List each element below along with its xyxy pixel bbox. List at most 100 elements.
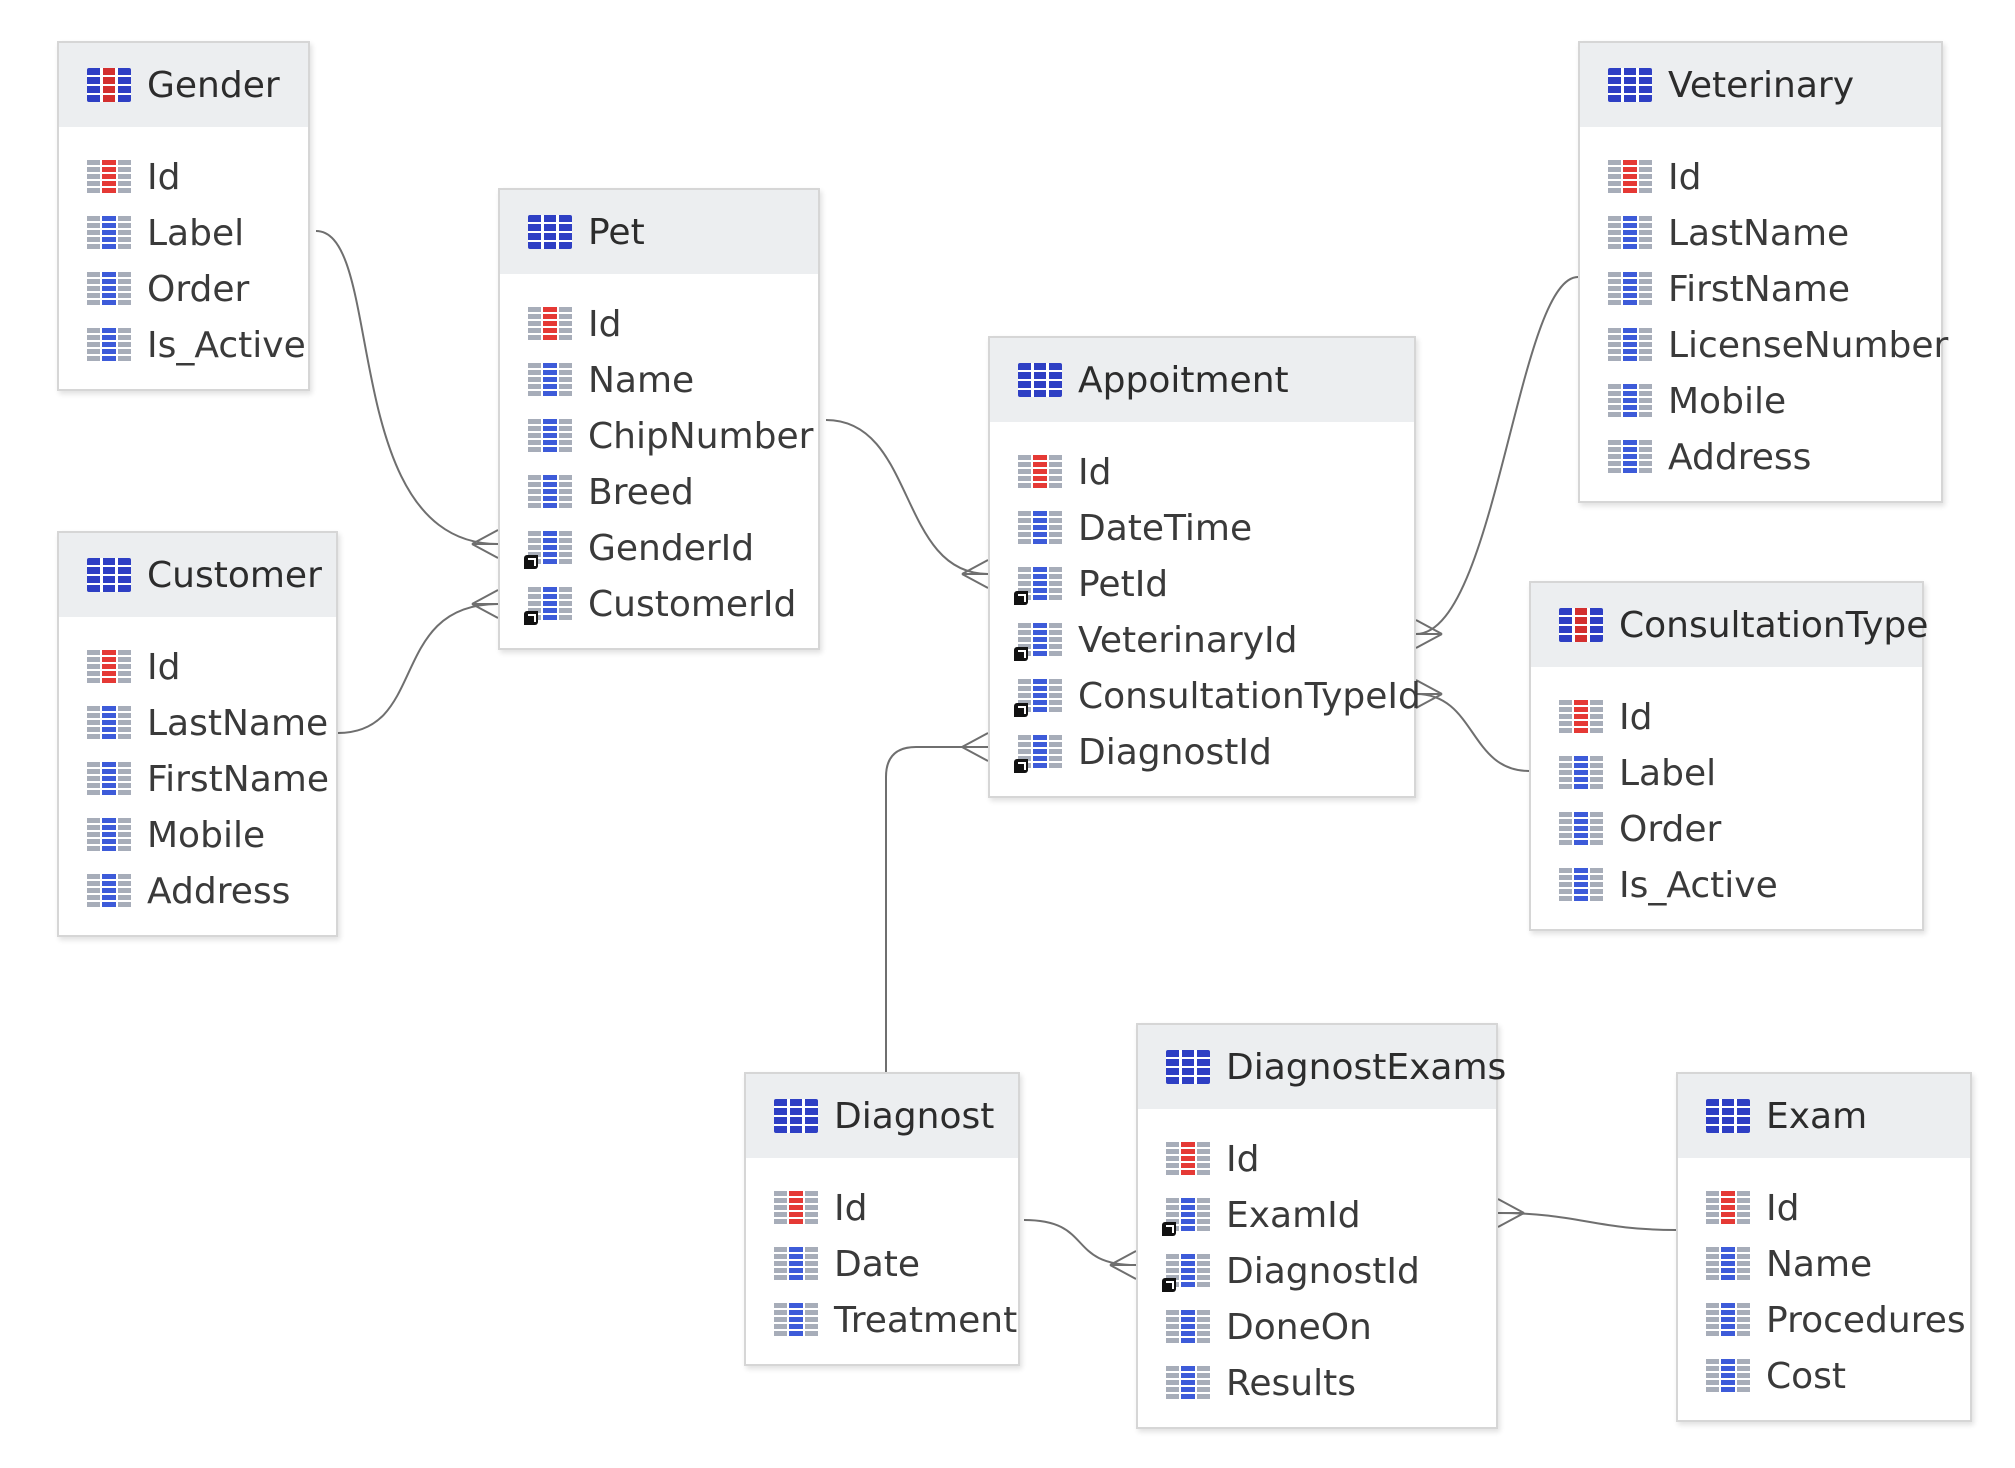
field-row[interactable]: PetId: [990, 556, 1414, 612]
key-field-icon: [1559, 700, 1603, 734]
field-name: Order: [147, 268, 250, 310]
entity-header[interactable]: DiagnostExams: [1138, 1025, 1506, 1109]
field-row[interactable]: Id: [746, 1180, 1018, 1236]
relationship-line-gender-pet: [315, 230, 499, 545]
field-icon: [1608, 440, 1652, 474]
field-row[interactable]: DoneOn: [1138, 1299, 1496, 1355]
entity-header[interactable]: Customer: [59, 533, 336, 617]
field-icon: [87, 874, 131, 908]
field-row[interactable]: Id: [1580, 149, 1941, 205]
field-name: Date: [834, 1243, 921, 1285]
field-row[interactable]: Id: [500, 296, 818, 352]
field-row[interactable]: Name: [500, 352, 818, 408]
foreign-key-field-icon: [1014, 567, 1062, 605]
field-row[interactable]: Address: [59, 863, 336, 919]
field-row[interactable]: ExamId: [1138, 1187, 1496, 1243]
field-name: Mobile: [1668, 380, 1787, 422]
field-row[interactable]: Id: [1138, 1131, 1496, 1187]
field-name: Id: [147, 156, 181, 198]
field-name: FirstName: [147, 758, 329, 800]
field-row[interactable]: GenderId: [500, 520, 818, 576]
field-row[interactable]: Is_Active: [59, 317, 308, 373]
field-row[interactable]: Mobile: [59, 807, 336, 863]
field-row[interactable]: LastName: [1580, 205, 1941, 261]
field-row[interactable]: LicenseNumber: [1580, 317, 1948, 373]
field-row[interactable]: Mobile: [1580, 373, 1941, 429]
relationship-line-diagnost-diagnostexams: [1023, 1219, 1137, 1266]
field-row[interactable]: Id: [59, 149, 308, 205]
entity-header[interactable]: Diagnost: [746, 1074, 1018, 1158]
field-name: GenderId: [588, 527, 755, 569]
field-row[interactable]: DiagnostId: [1138, 1243, 1496, 1299]
field-icon: [774, 1303, 818, 1337]
relationship-line-veterinary-appointment: [1415, 276, 1579, 635]
entity-title: ConsultationType: [1619, 604, 1929, 646]
field-row[interactable]: Is_Active: [1531, 857, 1922, 913]
field-name: DateTime: [1078, 507, 1253, 549]
field-icon: [1166, 1366, 1210, 1400]
field-row[interactable]: Id: [990, 444, 1414, 500]
entity-header[interactable]: ConsultationType: [1531, 583, 1928, 667]
field-icon: [1166, 1310, 1210, 1344]
crows-foot-marker: [1415, 619, 1443, 649]
field-row[interactable]: Treatment: [746, 1292, 1018, 1348]
entity-header[interactable]: Pet: [500, 190, 818, 274]
field-icon: [528, 475, 572, 509]
relationship-line-diagnost-appointment: [885, 746, 988, 1072]
field-row[interactable]: Label: [59, 205, 308, 261]
field-row[interactable]: Procedures: [1678, 1292, 1970, 1348]
field-row[interactable]: CustomerId: [500, 576, 818, 632]
table-icon: [774, 1099, 818, 1133]
entity-header[interactable]: Veterinary: [1580, 43, 1941, 127]
field-name: PetId: [1078, 563, 1169, 605]
field-row[interactable]: Date: [746, 1236, 1018, 1292]
field-row[interactable]: Label: [1531, 745, 1922, 801]
field-name: VeterinaryId: [1078, 619, 1298, 661]
field-row[interactable]: DateTime: [990, 500, 1414, 556]
field-row[interactable]: Results: [1138, 1355, 1496, 1411]
field-name: Id: [1226, 1138, 1260, 1180]
field-icon: [1559, 756, 1603, 790]
entity-header[interactable]: Gender: [59, 43, 308, 127]
field-row[interactable]: ConsultationTypeId: [990, 668, 1421, 724]
field-row[interactable]: Id: [1531, 689, 1922, 745]
field-row[interactable]: Order: [59, 261, 308, 317]
field-row[interactable]: FirstName: [1580, 261, 1941, 317]
field-row[interactable]: DiagnostId: [990, 724, 1414, 780]
field-row[interactable]: LastName: [59, 695, 336, 751]
field-name: Id: [1078, 451, 1112, 493]
field-name: Label: [1619, 752, 1717, 794]
crows-foot-marker: [471, 529, 499, 559]
entity-header[interactable]: Appoitment: [990, 338, 1414, 422]
field-row[interactable]: Id: [1678, 1180, 1970, 1236]
field-row[interactable]: Order: [1531, 801, 1922, 857]
field-row[interactable]: Breed: [500, 464, 818, 520]
field-row[interactable]: Cost: [1678, 1348, 1970, 1404]
field-row[interactable]: Name: [1678, 1236, 1970, 1292]
field-row[interactable]: FirstName: [59, 751, 336, 807]
crows-foot-marker: [1415, 679, 1443, 709]
field-row[interactable]: ChipNumber: [500, 408, 818, 464]
table-icon: [528, 215, 572, 249]
field-row[interactable]: VeterinaryId: [990, 612, 1414, 668]
field-icon: [1559, 812, 1603, 846]
field-name: FirstName: [1668, 268, 1850, 310]
field-row[interactable]: Id: [59, 639, 336, 695]
field-row[interactable]: Address: [1580, 429, 1941, 485]
entity-header[interactable]: Exam: [1678, 1074, 1970, 1158]
field-icon: [87, 818, 131, 852]
